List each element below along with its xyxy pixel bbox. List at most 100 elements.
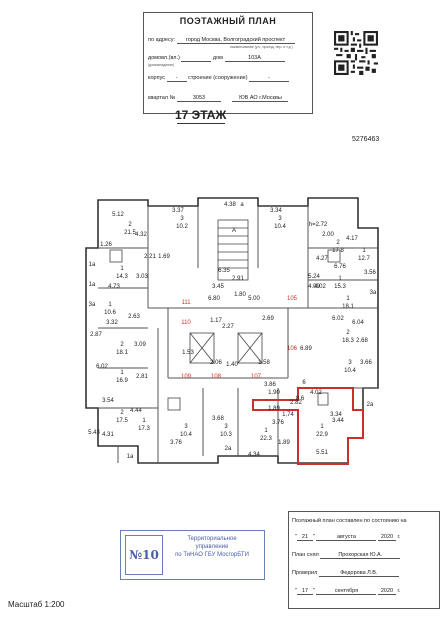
room-label: 4.38 xyxy=(224,202,236,208)
room-label: 3.32 xyxy=(106,320,118,326)
room-label: 2.27 xyxy=(222,324,234,330)
footer-check-date-row: "17" сентября 2020 г. xyxy=(295,588,401,595)
room-label: 2 xyxy=(120,410,124,416)
room-label: 4.09 xyxy=(308,284,320,290)
room-label: 1 xyxy=(142,418,146,424)
room-label: 2a xyxy=(367,402,374,408)
room-label: 2 xyxy=(346,330,350,336)
room-label: 1 xyxy=(264,428,268,434)
room-label: 3.44 xyxy=(332,418,344,424)
room-label: 1.53 xyxy=(182,350,194,356)
scale-label: Масштаб 1:200 xyxy=(8,600,65,609)
document-title: ПОЭТАЖНЫЙ ПЛАН xyxy=(179,16,277,26)
room-label: 17.8 xyxy=(332,248,344,254)
room-label: 17.5 xyxy=(116,418,128,424)
room-label: 3 xyxy=(278,216,282,222)
stamp-code: №10 xyxy=(125,535,163,575)
quarter-row: квартал № 3053 ЮВ АО г.Москвы xyxy=(148,95,289,102)
house-value: 103А xyxy=(224,55,285,62)
room-label: 110 xyxy=(181,320,191,326)
district-value: ЮВ АО г.Москвы xyxy=(232,95,289,102)
room-label: 10.3 xyxy=(220,432,232,438)
elevator-shaft xyxy=(189,332,215,364)
room-label: 4.73 xyxy=(108,284,120,290)
room-label: 4.53 xyxy=(78,188,84,190)
address-value: город Москва, Волгоградский проспект xyxy=(176,37,295,44)
room-label: 111 xyxy=(181,300,191,306)
room-label: 2.91 xyxy=(232,276,244,282)
bathroom xyxy=(167,397,181,411)
room-label: 3a xyxy=(89,302,96,308)
room-label: 1.26 xyxy=(100,242,112,248)
room-label: a xyxy=(240,202,244,208)
room-label: 1a xyxy=(89,262,96,268)
room-label: 10.2 xyxy=(176,224,188,230)
room-label: 1.58 xyxy=(258,360,270,366)
room-label: 3.86 xyxy=(264,382,276,388)
room-label: 2.87 xyxy=(90,332,102,338)
room-label: 3.54 xyxy=(102,398,114,404)
header-box: ПОЭТАЖНЫЙ ПЛАН по адресу: город Москва, … xyxy=(143,12,313,114)
room-label: 3.76 xyxy=(272,420,284,426)
room-label: 1a xyxy=(127,454,134,460)
room-label: 1.74 xyxy=(282,412,294,418)
room-label: 1.69 xyxy=(158,254,170,260)
room-label: 2 xyxy=(120,342,124,348)
stamp-text: Территориальное управление по ТиНАО ГБУ … xyxy=(175,536,249,558)
room-label: 18.1 xyxy=(342,304,354,310)
room-label: 3.68 xyxy=(212,416,224,422)
room-label: 2.06 xyxy=(210,360,222,366)
room-label: 5.43 xyxy=(88,430,100,436)
room-label: 1.17 xyxy=(210,318,222,324)
room-label: 1.89 xyxy=(268,406,280,412)
room-label: 1.90 xyxy=(268,390,280,396)
room-label: 6.04 xyxy=(352,320,364,326)
room-label: 106 xyxy=(287,346,298,352)
room-label: 8.6 xyxy=(296,396,305,402)
room-label: 2.69 xyxy=(262,316,274,322)
elevator-shaft xyxy=(237,332,263,364)
room-label: 1 xyxy=(362,248,366,254)
room-label: 1 xyxy=(120,266,124,272)
room-label: 17.3 xyxy=(138,426,150,432)
room-label: 1 xyxy=(320,424,324,430)
room-label: 107 xyxy=(251,374,262,380)
bathroom xyxy=(327,249,341,263)
room-label: 2.00 xyxy=(322,232,334,238)
floor-underline xyxy=(177,123,225,124)
room-label: h=2.72 xyxy=(309,222,328,228)
room-label: A xyxy=(232,228,236,234)
bathroom xyxy=(109,249,123,263)
room-label: 4.02 xyxy=(310,390,322,396)
footer-checked-row: Проверил Федорова Л.В. xyxy=(292,570,399,577)
room-label: 1.40 xyxy=(226,362,238,368)
room-label: 10.6 xyxy=(104,310,116,316)
document-number: 5276463 xyxy=(352,136,380,143)
stair-block xyxy=(217,219,249,281)
room-label: 2.68 xyxy=(356,338,368,344)
room-label: 5.12 xyxy=(112,212,124,218)
room-label: 18.1 xyxy=(116,350,128,356)
room-label: 1 xyxy=(120,370,124,376)
room-label: 4.44 xyxy=(130,408,142,414)
room-label: 108 xyxy=(211,374,222,380)
room-label: 109 xyxy=(181,374,192,380)
room-label: 2.82 xyxy=(290,400,302,406)
room-label: 10.4 xyxy=(344,368,356,374)
room-label: 5.00 xyxy=(248,296,260,302)
room-label: 21.5 xyxy=(124,230,136,236)
room-label: 16.9 xyxy=(116,378,128,384)
room-label: 3.34 xyxy=(270,208,282,214)
room-label: 4.34 xyxy=(248,452,260,458)
footer-box: Поэтажный план составлен по состоянию на… xyxy=(288,511,440,609)
quarter-value: 3053 xyxy=(176,95,221,102)
room-label: 6.02 xyxy=(96,364,108,370)
room-label: 2 xyxy=(128,222,132,228)
floor-title: 17 ЭТАЖ xyxy=(175,108,227,122)
footer-date-row: "21" августа 2020 г. xyxy=(295,534,401,541)
room-label: 2a xyxy=(225,446,232,452)
room-label: 1.80 xyxy=(234,292,246,298)
house-row: домовл.(вл.) дом 103А xyxy=(148,55,285,62)
room-label: 14.3 xyxy=(116,274,128,280)
